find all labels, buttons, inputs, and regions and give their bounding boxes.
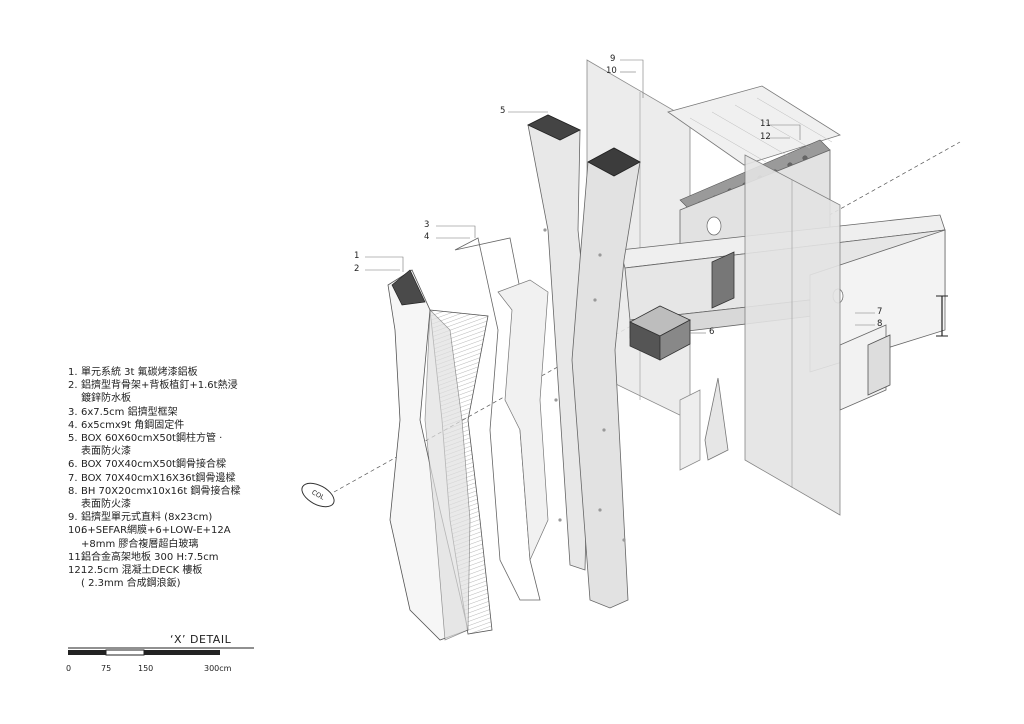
callout-8: 8 <box>877 319 883 329</box>
callout-5: 5 <box>500 106 506 116</box>
scale-bar <box>68 647 254 656</box>
legend-item: 2.鋁擠型背骨架+背板植釘+1.6t熱浸 鍍鋅防水板 <box>68 380 238 405</box>
callout-10: 10 <box>606 66 617 76</box>
floor-deck-11-12 <box>667 85 841 166</box>
legend-item: 8.BH 70X20cmx10x16t 鋼骨接合樑 表面防火漆 <box>68 485 241 511</box>
callout-12: 12 <box>760 132 771 142</box>
legend-item: 4.6x5cmx9t 角鋼固定件 <box>68 419 185 431</box>
legend-item: 7.BOX 70X40cmX16X36t鋼骨邊樑 <box>68 472 236 484</box>
callout-1: 1 <box>354 251 360 261</box>
legend-item: 10.6+SEFAR網膜+6+LOW-E+12A +8mm 膠合複層超白玻璃 <box>68 525 231 550</box>
scale-label: 0 <box>66 664 72 673</box>
legend-item: 9.鋁擠型單元式直料 (8x23cm) <box>68 512 213 524</box>
legend-item: 3.6x7.5cm 鋁擠型框架 <box>68 406 178 418</box>
scale-label: 300cm <box>204 664 232 673</box>
legend-item: 5.BOX 60X60cmX50t鋼柱方管 · 表面防火漆 <box>68 433 223 458</box>
legend-item: 11.鋁合金高架地板 300 H:7.5cm <box>68 551 219 563</box>
legend-item: 6.BOX 70X40cmX50t鋼骨接合樑 <box>68 459 226 471</box>
drawing-title: ‘X’ DETAIL <box>170 633 232 646</box>
callout-3: 3 <box>424 220 430 230</box>
legend: 1.單元系統 3t 氟碳烤漆鋁板 2.鋁擠型背骨架+背板植釘+1.6t熱浸 鍍鋅… <box>68 366 308 590</box>
callout-7: 7 <box>877 307 883 317</box>
callout-6: 6 <box>709 327 715 337</box>
callout-9: 9 <box>610 54 616 64</box>
callout-4: 4 <box>424 232 430 242</box>
callout-11: 11 <box>760 119 771 129</box>
scale-label: 150 <box>138 664 154 673</box>
glass-panel-right <box>744 154 841 516</box>
scale-label: 75 <box>101 664 112 673</box>
callout-2: 2 <box>354 264 360 274</box>
legend-item: 1.單元系統 3t 氟碳烤漆鋁板 <box>68 367 198 378</box>
scale-labels: 0 75 150 300cm <box>0 664 260 678</box>
legend-item: 12.12.5cm 混凝土DECK 樓板 ( 2.3mm 合成鋼浪鈑) <box>68 565 203 590</box>
